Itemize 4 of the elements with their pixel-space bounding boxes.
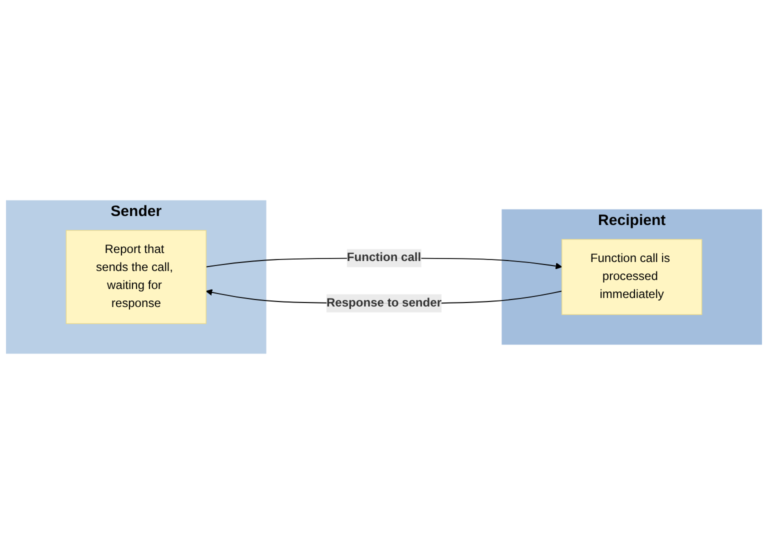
edge-label: Response to sender — [326, 296, 442, 310]
node-box: Function call is processed immediately — [562, 239, 702, 315]
node-box: Report that sends the call, waiting for response — [66, 230, 206, 324]
edge-label: Function call — [346, 251, 422, 264]
